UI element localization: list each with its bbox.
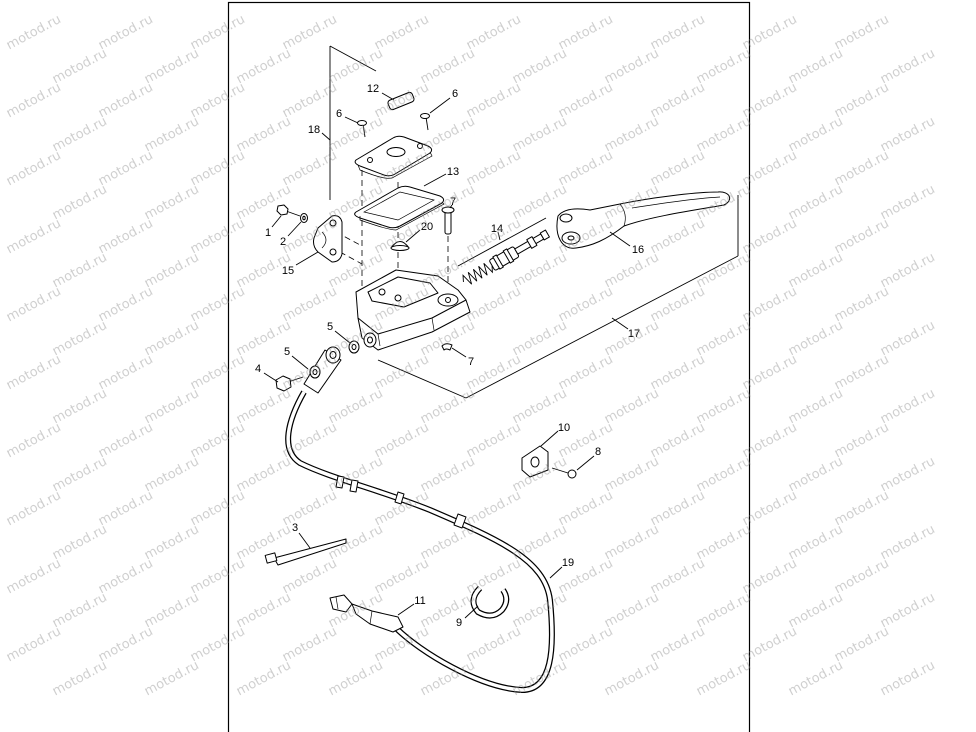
master-cylinder-body: [355, 269, 471, 351]
hose-banjo-fitting: [303, 346, 342, 394]
banjo-bolt: [275, 375, 304, 392]
assembly-bracket-18: [329, 45, 377, 200]
reservoir-gasket: [354, 185, 445, 231]
callout-9: 9: [456, 617, 462, 629]
lever-pivot-pin: [441, 206, 455, 235]
callout-2: 2: [280, 236, 286, 248]
callout-11: 11: [414, 595, 425, 607]
cover-screw-left: [357, 120, 367, 138]
hose-retaining-clip: [470, 585, 510, 619]
brake-hose: [285, 390, 555, 694]
callout-10: 10: [558, 422, 570, 434]
reservoir-cap-insert: [387, 91, 415, 111]
assembly-bracket-17: [377, 195, 739, 399]
callout-3: 3: [292, 522, 298, 534]
cover-screw-right: [420, 113, 430, 131]
assembly-bracket-14: [457, 217, 547, 267]
clamp-screw: [276, 204, 301, 217]
callout-8: 8: [595, 446, 601, 458]
callout-15: 15: [282, 265, 294, 277]
callout-6-right: 6: [452, 88, 458, 100]
hose-clip-screw: [551, 467, 577, 479]
diagram-frame: [227, 1, 751, 732]
callout-17: 17: [628, 328, 640, 340]
callout-19: 19: [562, 557, 574, 569]
callout-13: 13: [447, 166, 459, 178]
banjo-washer-upper: [348, 340, 360, 354]
piston-assembly: [462, 229, 550, 285]
callout-14: 14: [491, 223, 503, 235]
callout-16: 16: [632, 244, 644, 256]
callout-6-left: 6: [336, 108, 342, 120]
callout-7-upper: 7: [450, 196, 456, 208]
callout-7-lower: 7: [468, 356, 474, 368]
handlebar-clamp: [313, 215, 343, 263]
cable-tie: [264, 538, 347, 566]
brake-lever: [556, 191, 731, 249]
callout-5-upper: 5: [327, 321, 333, 333]
leader-lines: [263, 92, 631, 619]
reservoir-cover: [354, 135, 433, 179]
clamp-washer: [300, 213, 308, 223]
hose-clip: [521, 445, 549, 478]
hose-end-fitting: [329, 594, 404, 633]
callout-5-lower: 5: [284, 346, 290, 358]
pivot-pin-clip: [441, 343, 453, 351]
sight-glass: [390, 241, 410, 251]
callout-20: 20: [421, 221, 433, 233]
callout-1: 1: [265, 227, 271, 239]
callout-4: 4: [255, 363, 261, 375]
callout-12: 12: [367, 83, 379, 95]
banjo-washer-lower: [309, 365, 321, 379]
callout-18: 18: [308, 124, 320, 136]
